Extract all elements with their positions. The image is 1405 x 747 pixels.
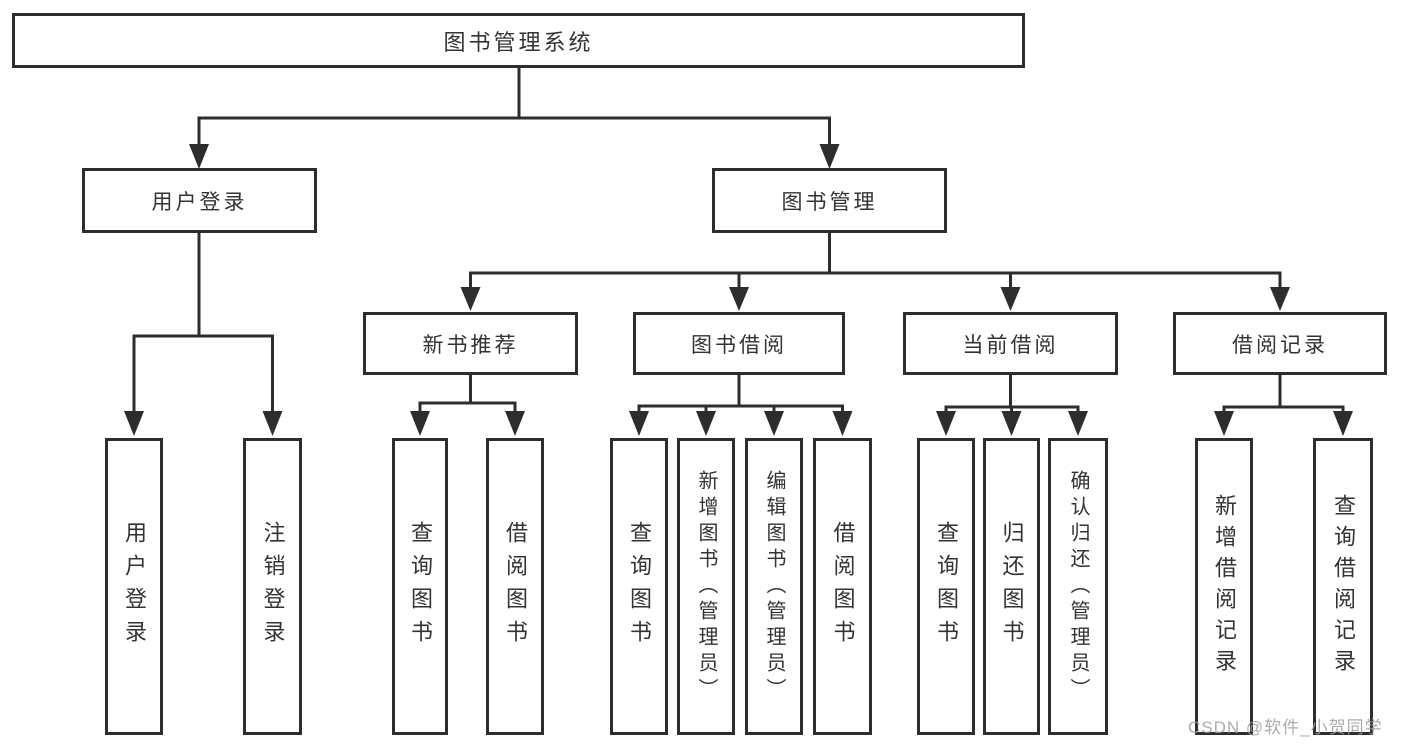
node-borrow-records: 借阅记录 xyxy=(1173,312,1387,375)
leaf-new-books-borrow: 借阅图书 xyxy=(486,438,544,735)
arrow-to-borrow-records xyxy=(1270,287,1290,311)
node-new-book-recommend-label: 新书推荐 xyxy=(422,333,519,357)
edge-new-books-split xyxy=(418,401,517,413)
arrow-to-br-query xyxy=(1333,411,1353,436)
leaf-current-confirm-admin: 确认归还（管理员） xyxy=(1048,438,1108,735)
node-book-management: 图书管理 xyxy=(712,168,947,233)
node-user-login-label: 用户登录 xyxy=(151,190,248,214)
arrow-to-book-borrow xyxy=(729,287,749,311)
leaf-borrow-add-admin: 新增图书（管理员） xyxy=(677,438,735,735)
arrow-to-leaf-login xyxy=(124,411,144,436)
leaf-current-query: 查询图书 xyxy=(917,438,975,735)
csdn-watermark: CSDN @软件_小贺同学 xyxy=(1188,718,1383,737)
node-book-borrow-label: 图书借阅 xyxy=(691,333,787,357)
node-current-borrow: 当前借阅 xyxy=(903,312,1118,375)
leaf-new-books-query: 查询图书 xyxy=(392,438,448,735)
leaf-borrow-query: 查询图书 xyxy=(610,438,668,735)
edge-user-login-split xyxy=(132,334,274,413)
edge-book-borrow-split xyxy=(637,404,844,413)
edge-root-split xyxy=(197,116,831,146)
edge-borrow-records-split xyxy=(1222,405,1345,413)
leaf-logout: 注销登录 xyxy=(243,438,302,735)
leaf-borrow-book: 借阅图书 xyxy=(813,438,872,735)
edge-book-mgmt-split xyxy=(469,271,1282,289)
arrow-to-cb-return xyxy=(1001,411,1022,436)
node-user-login: 用户登录 xyxy=(82,168,317,233)
arrow-to-nb-borrow xyxy=(505,411,525,436)
arrow-to-bb-add xyxy=(696,411,716,436)
arrow-to-bb-borrow xyxy=(832,411,853,436)
arrow-to-user-login xyxy=(189,144,209,169)
arrow-to-br-add xyxy=(1214,411,1234,436)
node-current-borrow-label: 当前借阅 xyxy=(962,333,1059,357)
arrow-to-current-borrow xyxy=(1000,287,1021,311)
node-library-system-label: 图书管理系统 xyxy=(443,29,594,55)
arrow-to-nb-query xyxy=(410,411,430,436)
arrow-to-bb-query xyxy=(629,411,649,436)
node-library-system: 图书管理系统 xyxy=(12,13,1025,68)
leaf-borrow-edit-admin: 编辑图书（管理员） xyxy=(745,438,803,735)
node-borrow-records-label: 借阅记录 xyxy=(1232,333,1328,357)
leaf-current-return: 归还图书 xyxy=(983,438,1040,735)
arrow-to-leaf-logout xyxy=(262,411,283,436)
arrow-to-bb-edit xyxy=(764,411,784,436)
leaf-records-query: 查询借阅记录 xyxy=(1313,438,1373,735)
leaf-user-login: 用户登录 xyxy=(105,438,163,735)
leaf-records-add: 新增借阅记录 xyxy=(1195,438,1253,735)
arrow-to-book-mgmt xyxy=(819,144,840,169)
arrow-to-new-books xyxy=(460,287,481,311)
node-book-borrow: 图书借阅 xyxy=(633,312,845,375)
arrow-to-cb-confirm xyxy=(1068,411,1088,436)
node-book-management-label: 图书管理 xyxy=(781,190,878,214)
arrow-to-cb-query xyxy=(936,411,956,436)
node-new-book-recommend: 新书推荐 xyxy=(363,312,578,375)
